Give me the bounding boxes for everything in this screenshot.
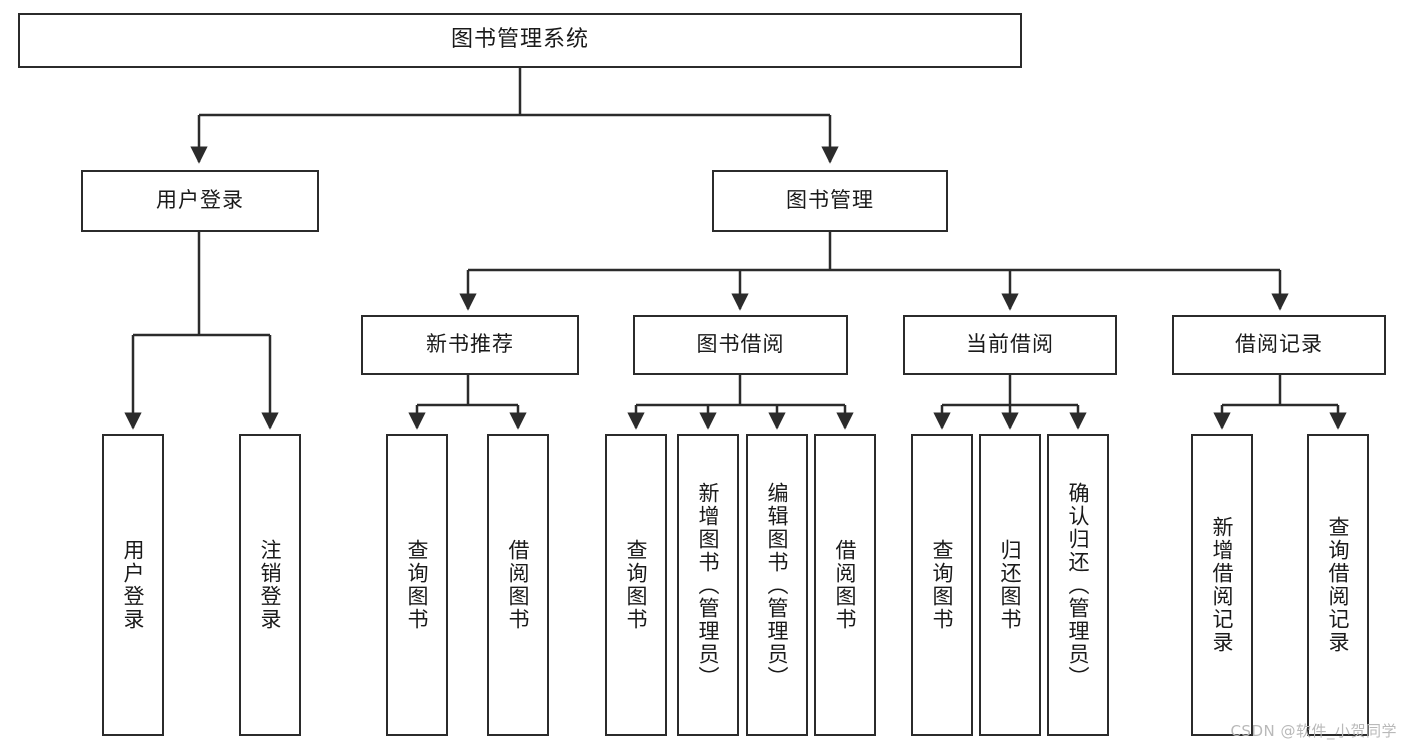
node-current-borrow[interactable]: 当前借阅 bbox=[903, 315, 1117, 375]
node-leaf-borrow-book-1[interactable]: 借阅图书 bbox=[487, 434, 549, 736]
node-leaf-add-record-label: 新增借阅记录 bbox=[1210, 516, 1234, 654]
node-root-label: 图书管理系统 bbox=[450, 27, 589, 53]
node-user-login-label: 用户登录 bbox=[156, 188, 244, 213]
node-leaf-query-record-label: 查询借阅记录 bbox=[1326, 516, 1350, 654]
node-leaf-confirm-return[interactable]: 确认归还（管理员） bbox=[1047, 434, 1109, 736]
node-leaf-return-book[interactable]: 归还图书 bbox=[979, 434, 1041, 736]
node-leaf-user-login[interactable]: 用户登录 bbox=[102, 434, 164, 736]
node-leaf-borrow-book-2[interactable]: 借阅图书 bbox=[814, 434, 876, 736]
node-leaf-return-book-label: 归还图书 bbox=[998, 539, 1022, 631]
node-book-borrow-label: 图书借阅 bbox=[696, 332, 785, 357]
node-book-manage-label: 图书管理 bbox=[786, 188, 874, 213]
node-book-borrow[interactable]: 图书借阅 bbox=[633, 315, 848, 375]
node-leaf-borrow-book-2-label: 借阅图书 bbox=[833, 539, 857, 631]
node-user-login[interactable]: 用户登录 bbox=[81, 170, 319, 232]
node-leaf-confirm-return-label: 确认归还（管理员） bbox=[1066, 481, 1090, 689]
node-leaf-add-book-label: 新增图书（管理员） bbox=[696, 481, 720, 689]
node-borrow-record[interactable]: 借阅记录 bbox=[1172, 315, 1386, 375]
node-leaf-edit-book-label: 编辑图书（管理员） bbox=[765, 481, 789, 689]
node-leaf-query-record[interactable]: 查询借阅记录 bbox=[1307, 434, 1369, 736]
watermark-text: CSDN @软件_小贺同学 bbox=[1230, 722, 1397, 740]
node-leaf-add-record[interactable]: 新增借阅记录 bbox=[1191, 434, 1253, 736]
node-new-book-recommend[interactable]: 新书推荐 bbox=[361, 315, 579, 375]
node-new-book-recommend-label: 新书推荐 bbox=[426, 332, 514, 357]
node-leaf-user-logout[interactable]: 注销登录 bbox=[239, 434, 301, 736]
node-borrow-record-label: 借阅记录 bbox=[1235, 332, 1323, 357]
node-root[interactable]: 图书管理系统 bbox=[18, 13, 1022, 68]
node-leaf-user-logout-label: 注销登录 bbox=[258, 539, 282, 631]
node-leaf-edit-book[interactable]: 编辑图书（管理员） bbox=[746, 434, 808, 736]
node-book-manage[interactable]: 图书管理 bbox=[712, 170, 948, 232]
node-leaf-query-book-2-label: 查询图书 bbox=[624, 539, 648, 631]
node-current-borrow-label: 当前借阅 bbox=[966, 332, 1054, 357]
node-leaf-query-book-3-label: 查询图书 bbox=[930, 539, 954, 631]
node-leaf-query-book-1[interactable]: 查询图书 bbox=[386, 434, 448, 736]
node-leaf-query-book-1-label: 查询图书 bbox=[405, 539, 429, 631]
node-leaf-query-book-3[interactable]: 查询图书 bbox=[911, 434, 973, 736]
node-leaf-query-book-2[interactable]: 查询图书 bbox=[605, 434, 667, 736]
node-leaf-borrow-book-1-label: 借阅图书 bbox=[506, 539, 530, 631]
node-leaf-user-login-label: 用户登录 bbox=[121, 539, 145, 631]
node-leaf-add-book[interactable]: 新增图书（管理员） bbox=[677, 434, 739, 736]
